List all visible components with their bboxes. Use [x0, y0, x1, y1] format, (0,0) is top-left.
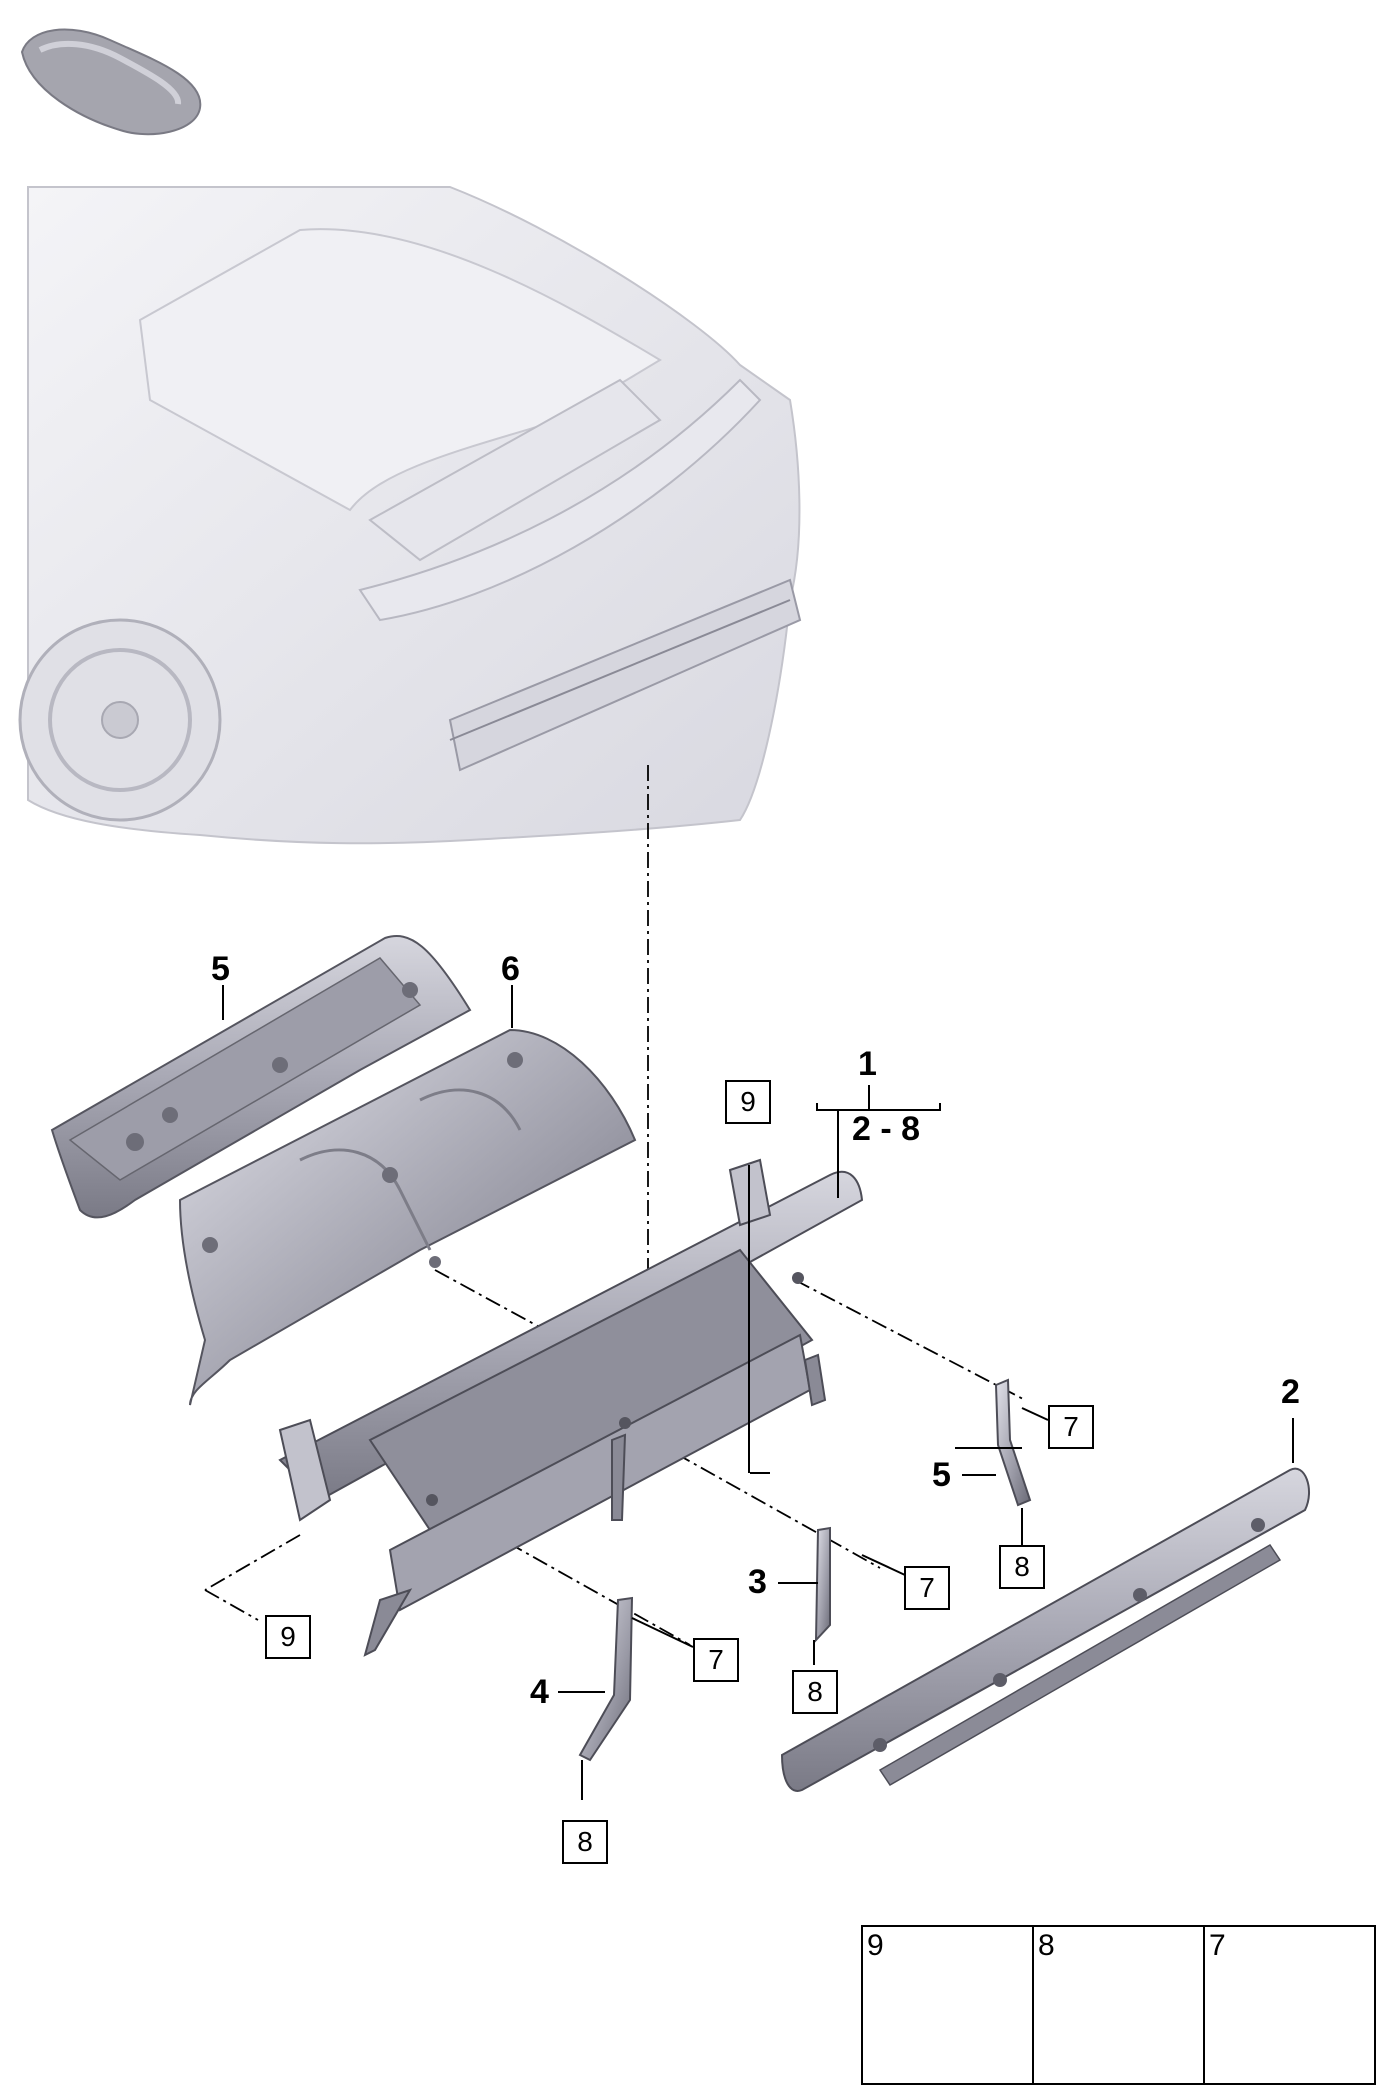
part-3-bracket: [814, 1526, 831, 1643]
leader-lines: [204, 765, 1026, 1646]
legend-cell-clip: 8: [1034, 1927, 1205, 2083]
callout-part-5-shield: 5: [211, 950, 230, 988]
part-4-bracket: [578, 1596, 634, 1762]
box-callout-7-left: 7: [693, 1638, 739, 1682]
part-1-assembly: [278, 1158, 864, 1657]
part-5-bracket: [994, 1378, 1032, 1507]
callout-part-6: 6: [501, 950, 520, 988]
callout-assembly: 1: [858, 1045, 877, 1083]
legend-cell-nut: 7: [1205, 1927, 1374, 2083]
legend-number: 7: [1209, 1929, 1226, 1962]
hardware-legend: 9 8 7: [861, 1925, 1376, 2085]
callout-lines: [222, 985, 1294, 1800]
legend-number: 9: [867, 1929, 884, 1962]
box-callout-7-right: 7: [1048, 1405, 1094, 1449]
car-thumbnail-icon: [20, 28, 202, 136]
box-callout-8-left: 8: [562, 1820, 608, 1864]
callout-part-3: 3: [748, 1563, 767, 1601]
part-6-shield: [178, 1028, 637, 1406]
box-callout-9-left: 9: [265, 1615, 311, 1659]
callout-part-4: 4: [530, 1673, 549, 1711]
box-callout-7-middle: 7: [904, 1566, 950, 1610]
part-2-beam: [780, 1467, 1310, 1792]
part-5-shield: [50, 935, 472, 1219]
box-callout-9-top: 9: [725, 1080, 771, 1124]
box-callout-8-middle: 8: [792, 1670, 838, 1714]
callout-range: 2 - 8: [852, 1110, 921, 1148]
legend-cell-bolt: 9: [863, 1927, 1034, 2083]
car-rear-view: [18, 186, 802, 845]
callout-part-5-bracket: 5: [932, 1456, 951, 1494]
box-callout-8-right: 8: [999, 1545, 1045, 1589]
legend-number: 8: [1038, 1929, 1055, 1962]
callout-part-2: 2: [1281, 1373, 1300, 1411]
